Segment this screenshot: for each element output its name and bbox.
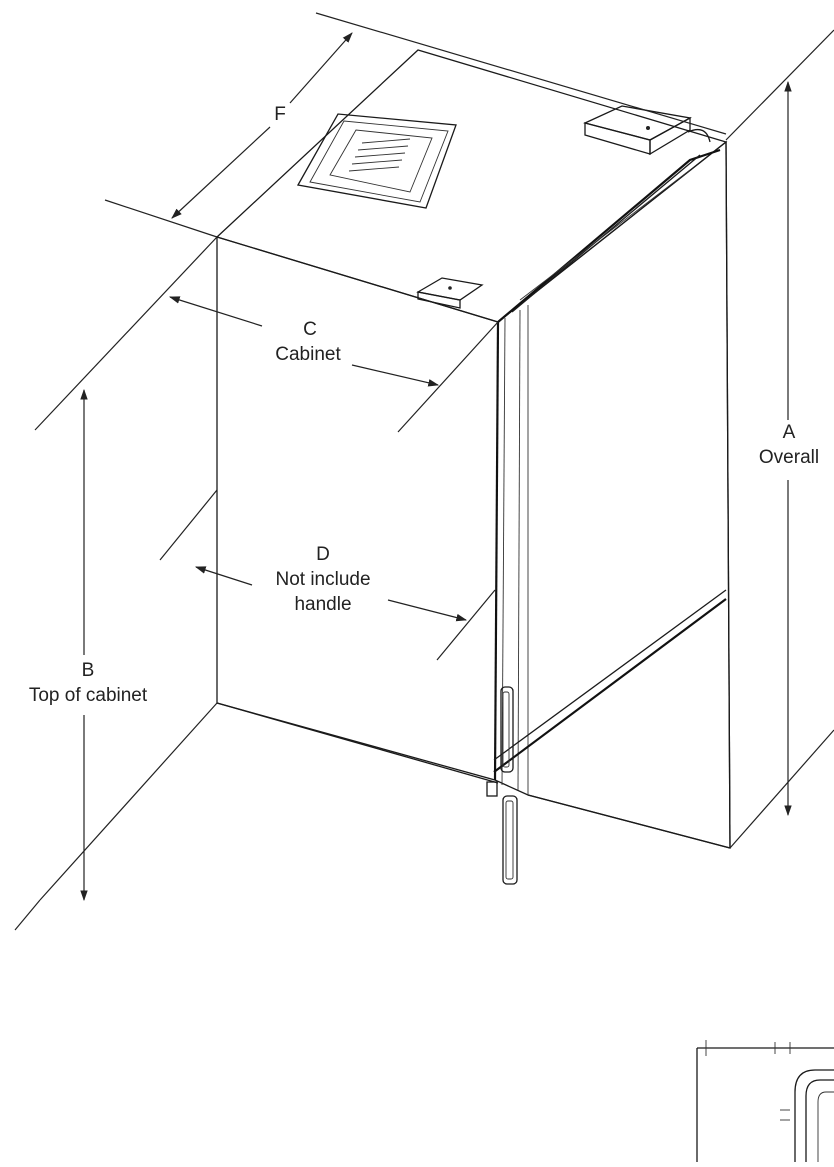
dimension-a: A Overall xyxy=(759,422,819,468)
dimension-c-label: Cabinet xyxy=(275,344,341,365)
dimension-d-label-line1: Not include xyxy=(275,569,370,590)
dimension-b: B Top of cabinet xyxy=(29,660,148,706)
dimension-b-letter: B xyxy=(82,660,95,681)
dimension-a-letter: A xyxy=(783,422,796,443)
dimension-arrows xyxy=(80,32,792,902)
dimension-a-label: Overall xyxy=(759,447,819,468)
dimension-c: C Cabinet xyxy=(275,319,341,365)
top-vent xyxy=(296,113,457,209)
dimension-f: F xyxy=(274,104,286,125)
extension-lines xyxy=(14,12,834,931)
dimension-d-label-line2: handle xyxy=(294,594,351,615)
dimension-d-letter: D xyxy=(316,544,330,565)
dimension-b-label: Top of cabinet xyxy=(29,685,148,706)
refrigerator-body xyxy=(215,49,731,885)
dimension-c-letter: C xyxy=(303,319,317,340)
dimension-d: D Not include handle xyxy=(275,544,370,615)
dimension-f-letter: F xyxy=(274,104,286,125)
inset-detail xyxy=(696,1040,834,1162)
hinge-bracket xyxy=(416,105,711,309)
